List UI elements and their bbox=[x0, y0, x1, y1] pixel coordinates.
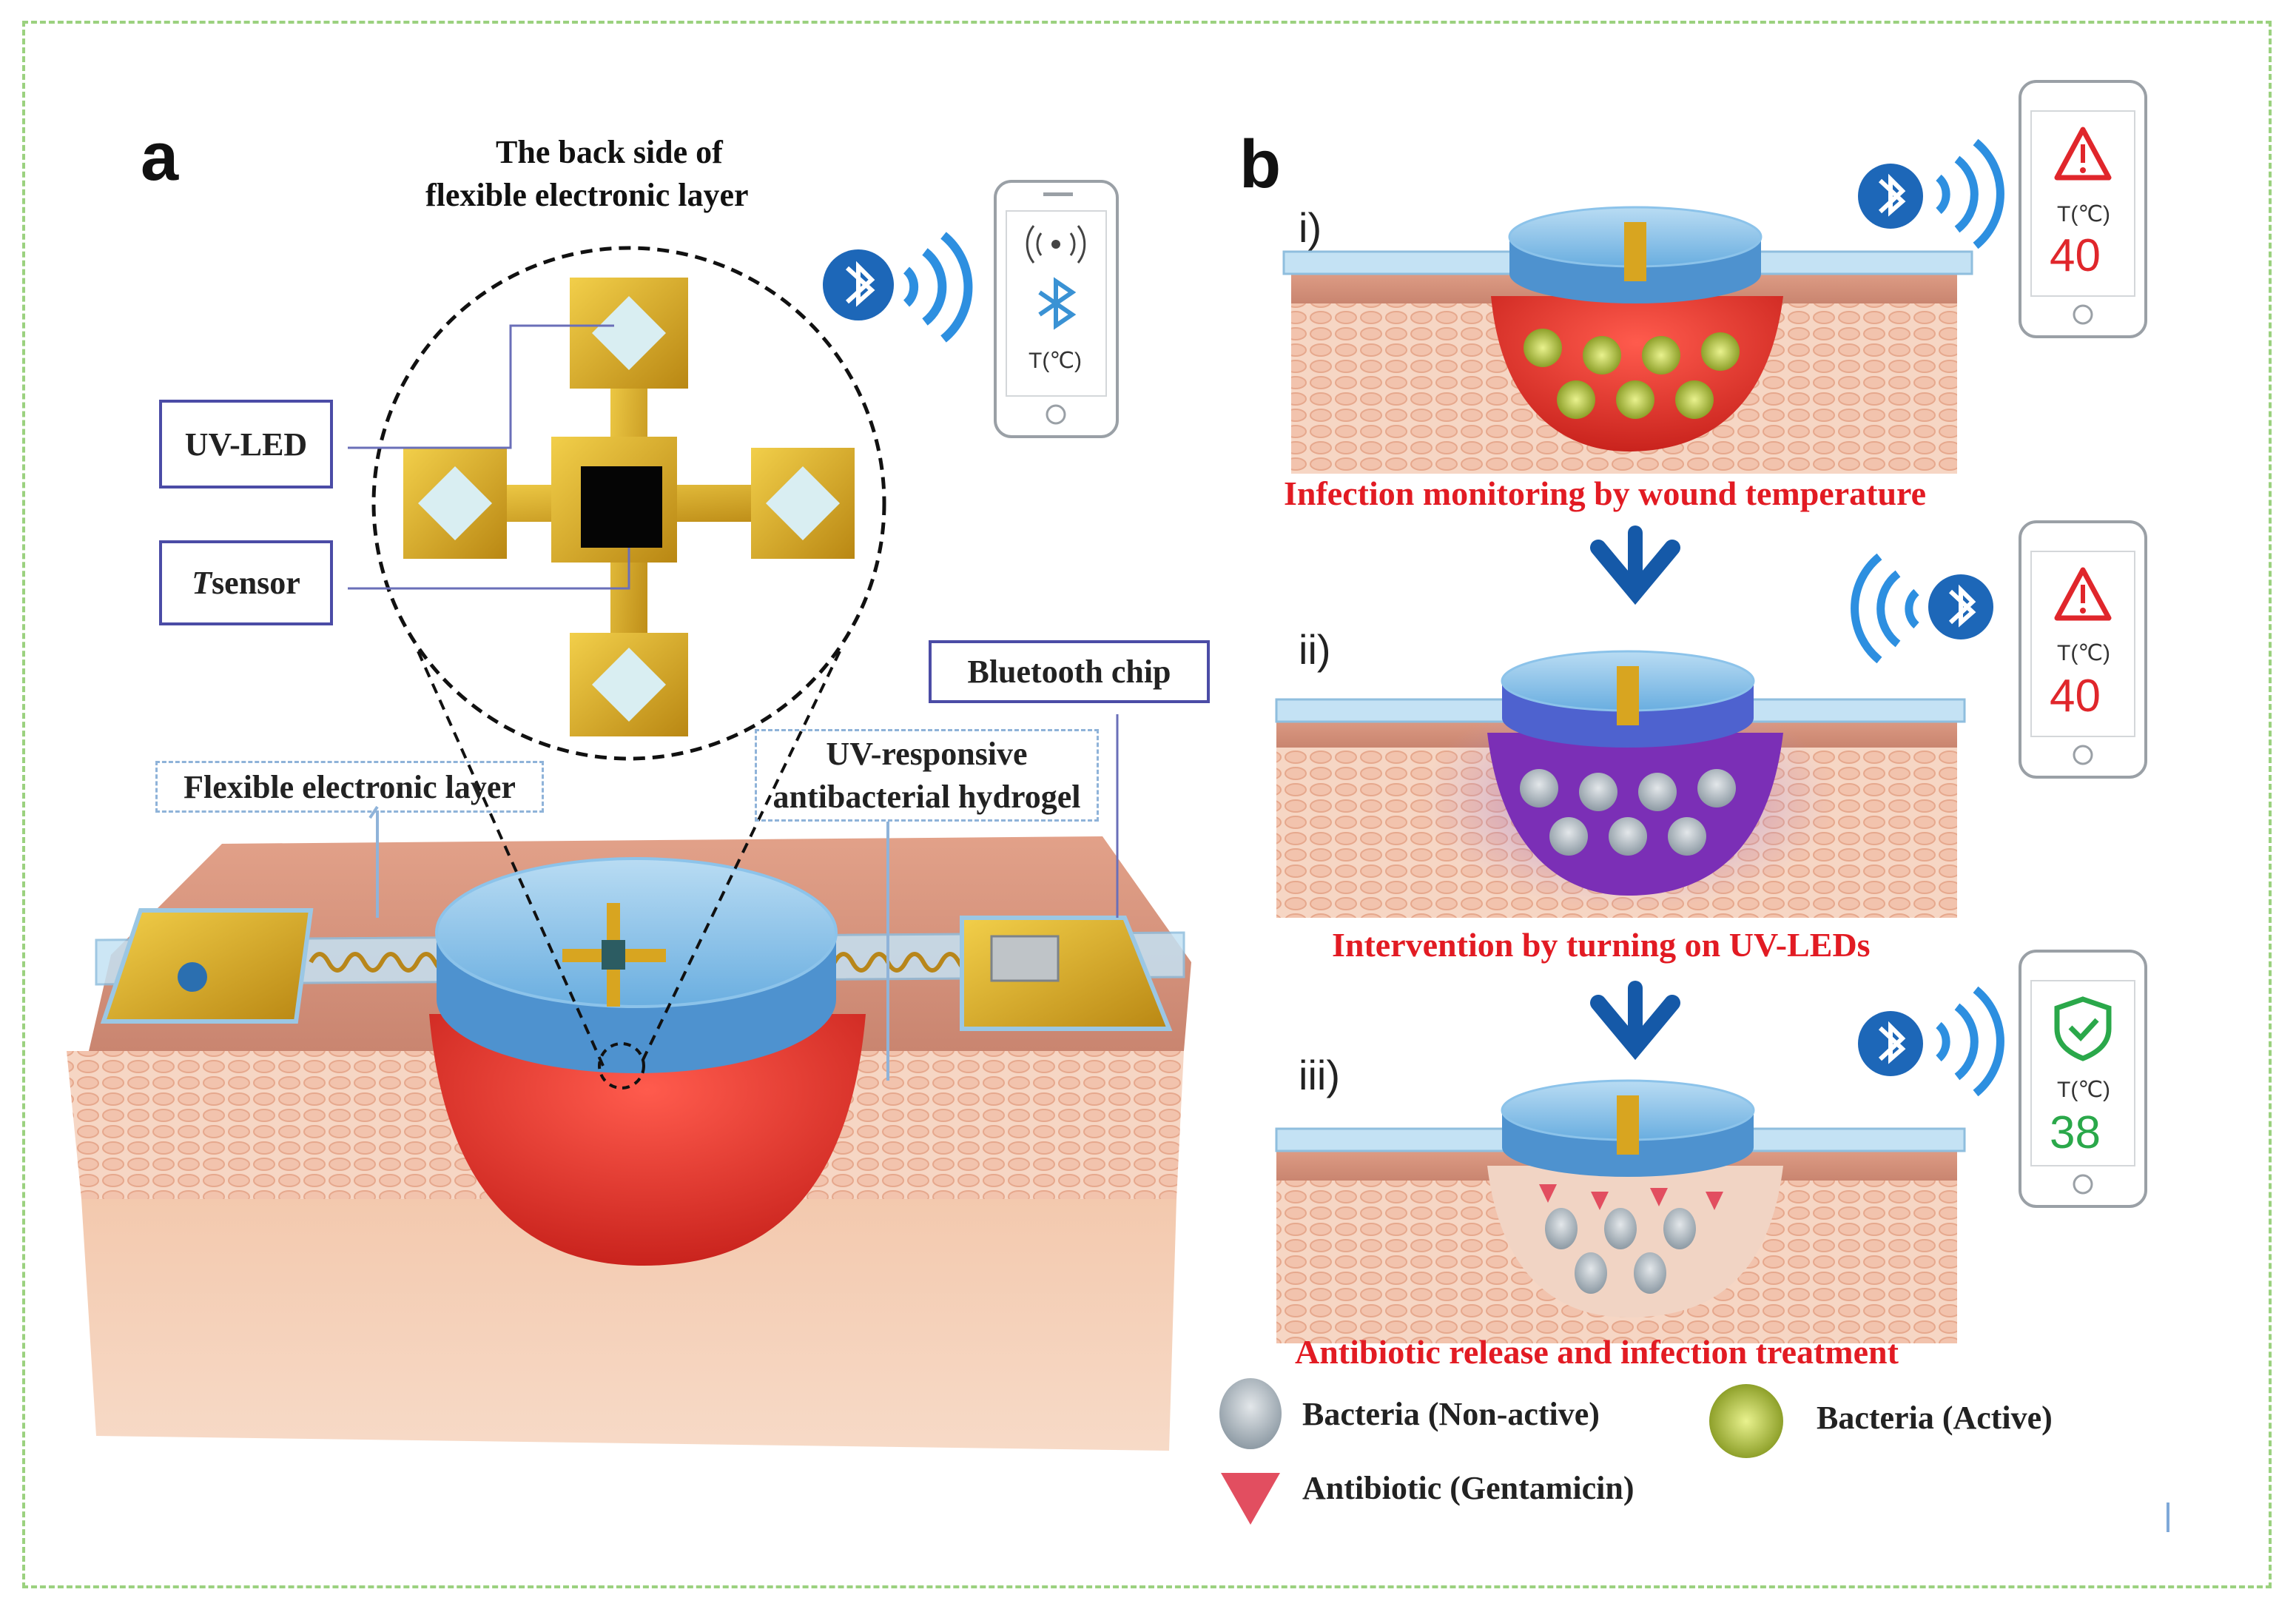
t-sensor-chip bbox=[581, 466, 662, 548]
step-iii-phone-label: T(℃) bbox=[2057, 1078, 2110, 1102]
step-ii-caption: Intervention by turning on UV-LEDs bbox=[1332, 926, 1871, 964]
magnified-electronic-layer bbox=[371, 246, 886, 761]
step-iii-roman: iii) bbox=[1299, 1052, 1340, 1098]
step-iii-caption: Antibiotic release and infection treatme… bbox=[1295, 1333, 1899, 1371]
back-side-title-line2: flexible electronic layer bbox=[425, 177, 749, 213]
hydrogel-callout: UV-responsive antibacterial hydrogel bbox=[755, 729, 1099, 822]
flexible-layer-callout: Flexible electronic layer bbox=[155, 761, 544, 813]
step-i-roman: i) bbox=[1299, 204, 1322, 251]
step-iii-scene bbox=[1275, 1079, 1966, 1343]
step-i-phone-label: T(℃) bbox=[2057, 202, 2110, 226]
back-side-title-line1: The back side of bbox=[496, 134, 723, 170]
panel-a-phone bbox=[994, 180, 1119, 438]
flexible-layer-label: Flexible electronic layer bbox=[184, 768, 516, 805]
bluetooth-chip-label: Bluetooth chip bbox=[967, 654, 1171, 690]
legend-non-active-bacteria-icon bbox=[1219, 1378, 1282, 1449]
hydrogel-label-line2: antibacterial hydrogel bbox=[772, 778, 1081, 815]
figure-frame bbox=[22, 21, 2272, 1588]
t-sensor-label-rest: sensor bbox=[212, 565, 300, 601]
panel-a-wifi-signal-icon bbox=[903, 232, 973, 343]
step-ii-phone bbox=[2019, 520, 2147, 779]
panel-a-skin-block bbox=[67, 836, 1191, 1451]
uv-led-callout: UV-LED bbox=[159, 400, 333, 488]
t-sensor-label-italic: T bbox=[192, 565, 212, 601]
step-iii-phone-value: 38 bbox=[2050, 1107, 2101, 1158]
down-arrow-icon-2 bbox=[1590, 981, 1680, 1061]
flexible-electronic-layer bbox=[95, 908, 1185, 1031]
legend-antibiotic-icon bbox=[1221, 1473, 1280, 1525]
down-arrow-icon-1 bbox=[1590, 526, 1680, 605]
legend-antibiotic-label: Antibiotic (Gentamicin) bbox=[1302, 1470, 1635, 1506]
hydrogel-disc bbox=[435, 857, 838, 1089]
step-ii-phone-value: 40 bbox=[2050, 671, 2101, 722]
step-i-phone bbox=[2019, 80, 2147, 338]
panel-a-phone-label: T(℃) bbox=[1029, 349, 1082, 373]
step-i-scene bbox=[1282, 206, 1973, 474]
step-i-phone-value: 40 bbox=[2050, 230, 2101, 281]
step-ii-phone-label: T(℃) bbox=[2057, 641, 2110, 665]
warning-icon bbox=[2054, 567, 2112, 621]
legend-active-bacteria-icon bbox=[1709, 1384, 1783, 1458]
panel-a-bluetooth-icon bbox=[823, 249, 894, 320]
step-iii-bluetooth-icon bbox=[1858, 986, 2004, 1097]
legend-active-label: Bacteria (Active) bbox=[1817, 1400, 2053, 1436]
panel-b-letter: b bbox=[1239, 127, 1282, 202]
step-i-caption: Infection monitoring by wound temperatur… bbox=[1284, 474, 1927, 512]
uv-led-diamond bbox=[592, 296, 666, 370]
panel-a-letter: a bbox=[141, 119, 179, 195]
step-ii-bluetooth-icon bbox=[1851, 553, 1993, 664]
step-iii-phone bbox=[2019, 950, 2147, 1208]
step-i-bluetooth-icon bbox=[1858, 138, 2004, 249]
step-ii-scene bbox=[1275, 650, 1966, 918]
legend-non-active-label: Bacteria (Non-active) bbox=[1302, 1396, 1600, 1432]
uv-led-label: UV-LED bbox=[184, 426, 308, 463]
warning-icon bbox=[2054, 127, 2112, 181]
t-sensor-callout: T sensor bbox=[159, 540, 333, 625]
bluetooth-chip-callout: Bluetooth chip bbox=[929, 640, 1210, 703]
step-ii-roman: ii) bbox=[1299, 626, 1331, 673]
shield-check-icon bbox=[2054, 996, 2112, 1061]
hydrogel-label-line1: UV-responsive bbox=[826, 735, 1028, 772]
